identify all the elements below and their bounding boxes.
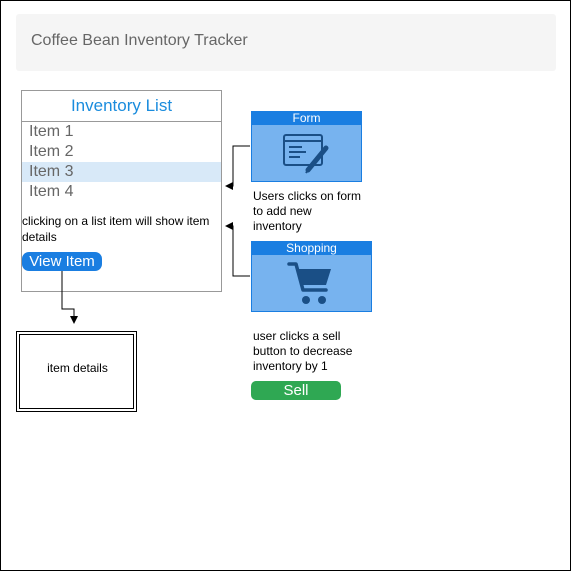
form-note: Users clicks on form to add new inventor… xyxy=(253,189,362,233)
item-details-inner-border: item details xyxy=(19,334,134,409)
form-to-list-arrow xyxy=(225,145,250,190)
form-icon xyxy=(283,134,329,174)
inventory-list-title: Inventory List xyxy=(22,91,221,122)
item-details-box: item details xyxy=(16,331,137,412)
list-item-label: Item 1 xyxy=(29,123,74,140)
list-item[interactable]: Item 1 xyxy=(22,122,221,142)
list-item-label: Item 3 xyxy=(29,163,74,180)
list-item[interactable]: Item 2 xyxy=(22,142,221,162)
view-to-details-arrow xyxy=(61,271,78,324)
list-item-label: Item 2 xyxy=(29,143,74,160)
list-item[interactable]: Item 4 xyxy=(22,182,221,202)
app-header: Coffee Bean Inventory Tracker xyxy=(16,14,556,71)
shopping-card[interactable]: Shopping xyxy=(251,241,372,312)
form-card-title: Form xyxy=(252,112,361,125)
shopping-to-list-arrow xyxy=(225,222,250,277)
list-item-selected[interactable]: Item 3 xyxy=(22,162,221,182)
inventory-list-panel: Inventory List Item 1 Item 2 Item 3 Item… xyxy=(21,90,222,292)
item-details-label: item details xyxy=(47,361,108,375)
view-item-button[interactable]: View Item xyxy=(22,252,102,271)
list-item-note: clicking on a list item will show item d… xyxy=(22,214,210,244)
list-item-label: Item 4 xyxy=(29,183,74,200)
form-card[interactable]: Form xyxy=(251,111,362,182)
sell-note: user clicks a sell button to decrease in… xyxy=(253,329,353,373)
shopping-cart-icon xyxy=(287,262,331,304)
sell-button[interactable]: Sell xyxy=(251,381,341,400)
app-title: Coffee Bean Inventory Tracker xyxy=(31,32,248,49)
shopping-card-title: Shopping xyxy=(252,242,371,255)
